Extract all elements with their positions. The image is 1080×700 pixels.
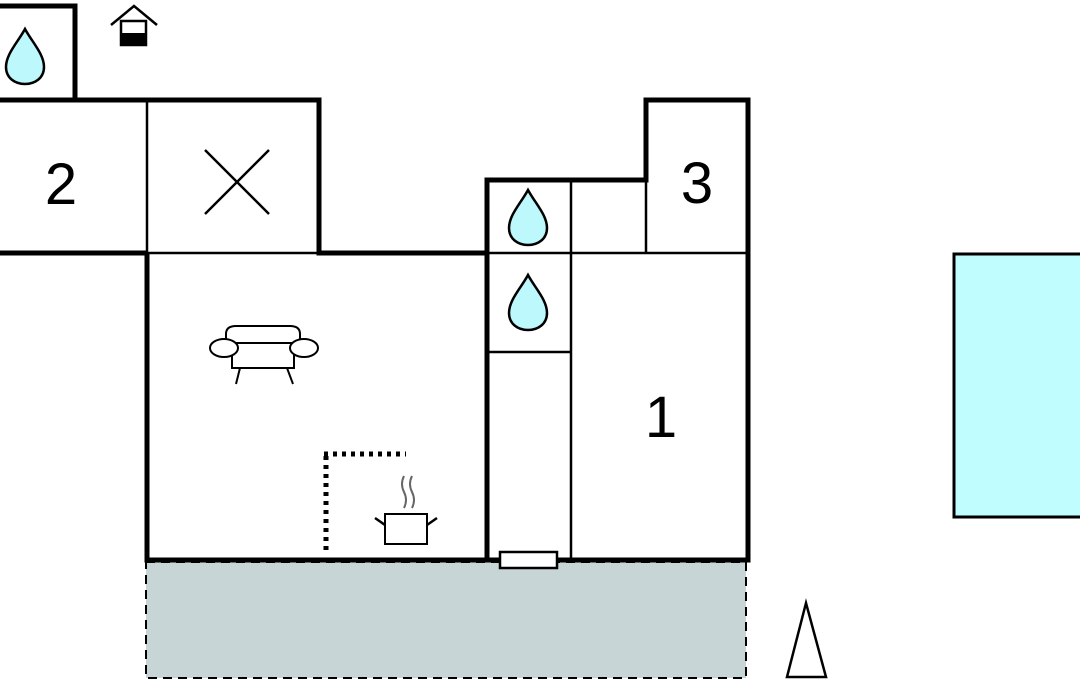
water-drop-icon: [507, 188, 549, 247]
water-drop-icon: [507, 273, 549, 332]
water-drop-icon: [4, 27, 46, 86]
inner-walls: [145, 100, 748, 560]
house-entrance-icon: [110, 4, 158, 47]
outer-walls: [0, 3, 751, 563]
kitchen-counter: [323, 451, 406, 550]
room-2-label: 2: [45, 152, 77, 217]
sofa-icon: [209, 325, 319, 385]
room-1-label: 1: [645, 385, 677, 450]
swimming-pool: [952, 252, 1080, 519]
cooking-pot-icon: [374, 475, 438, 545]
entrance-door: [498, 550, 559, 570]
room-3-label: 3: [681, 151, 713, 216]
north-arrow-icon: [785, 598, 828, 679]
cross-icon: [204, 149, 270, 215]
terrace: [145, 561, 747, 679]
